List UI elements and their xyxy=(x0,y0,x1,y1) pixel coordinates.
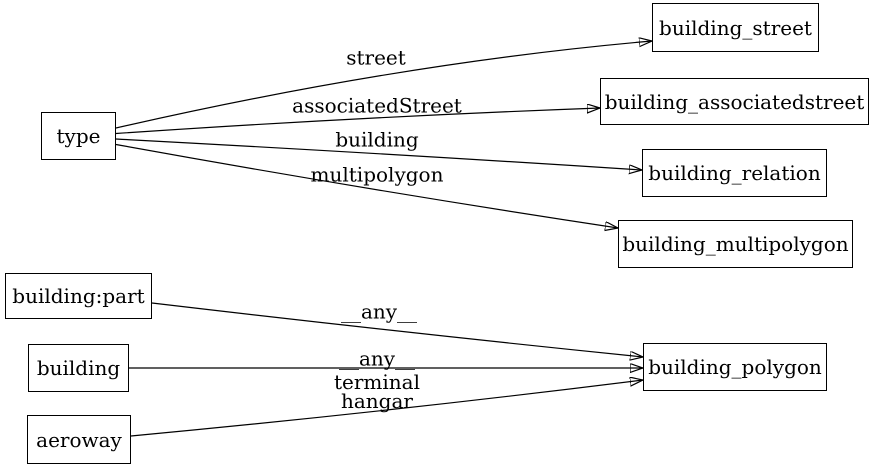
edge-type-building_multipolygon xyxy=(115,143,618,229)
edge-type-building_street xyxy=(115,41,652,129)
node-building-polygon: building_polygon xyxy=(643,343,827,391)
edge-label-any-building-part: __any__ xyxy=(340,299,418,324)
node-building-relation: building_relation xyxy=(642,149,827,197)
node-building: building xyxy=(28,344,129,392)
edge-label-street: street xyxy=(346,45,406,70)
edge-label-associatedstreet: associatedStreet xyxy=(292,93,462,118)
edge-type-building_associatedstreet xyxy=(115,108,600,135)
edge-label-multipolygon: multipolygon xyxy=(310,162,444,187)
node-building-street: building_street xyxy=(652,3,819,52)
node-building-part: building:part xyxy=(5,273,152,319)
node-building-associatedstreet: building_associatedstreet xyxy=(600,78,869,125)
edge-type-building_relation xyxy=(115,138,642,170)
node-building-multipolygon: building_multipolygon xyxy=(618,220,853,268)
edge-label-terminal-hangar: terminal hangar xyxy=(334,370,420,413)
node-type: type xyxy=(41,112,116,160)
node-aeroway: aeroway xyxy=(27,415,131,464)
edge-aeroway-building_polygon xyxy=(130,380,643,437)
edge-building_part-building_polygon xyxy=(151,302,643,357)
edge-label-building: building xyxy=(335,127,419,152)
edge-label-any-building: __any__ xyxy=(338,346,416,371)
